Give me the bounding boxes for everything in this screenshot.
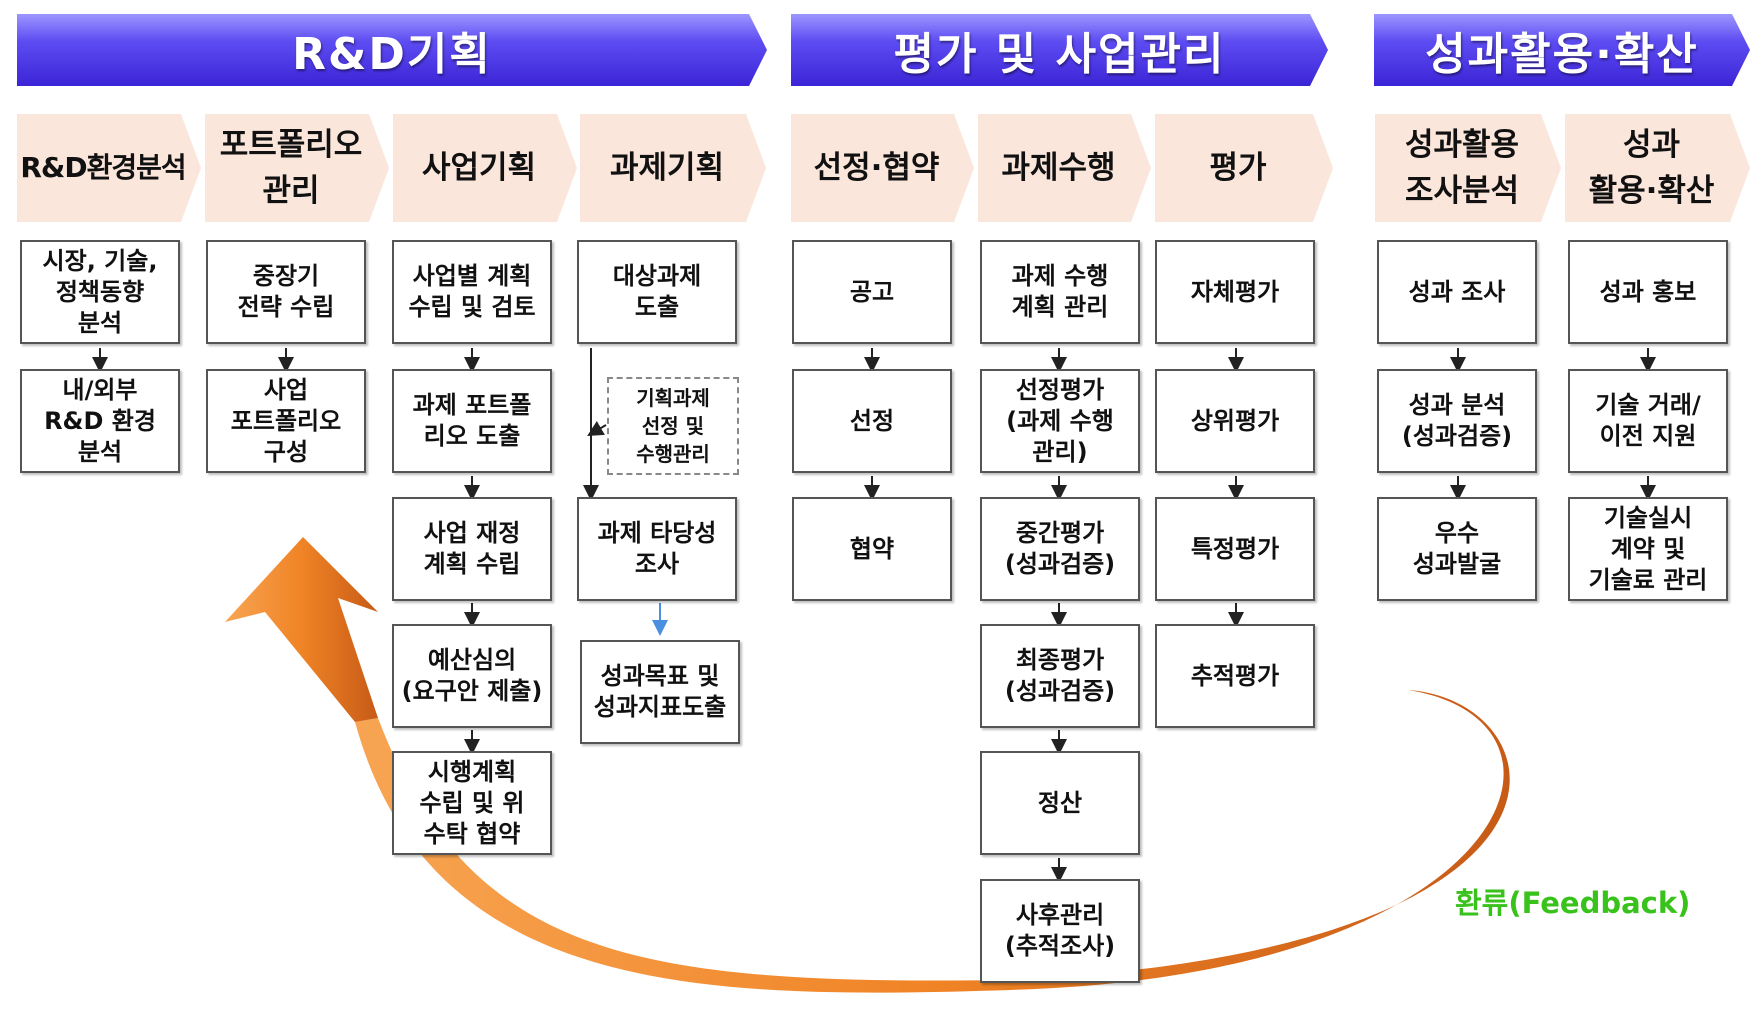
- box-portfolio-composition: 사업 포트폴리오 구성: [206, 369, 366, 473]
- stage-task-planning: 과제기획: [580, 114, 766, 222]
- feedback-arrowhead: [225, 537, 378, 722]
- box-selection-agreement: 협약: [792, 497, 952, 601]
- phase-evaluation-management: 평가 및 사업관리: [791, 14, 1328, 86]
- stage-business-planning: 사업기획: [393, 114, 577, 222]
- box-task-derivation: 대상과제 도출: [577, 240, 737, 344]
- stage-evaluation: 평가: [1155, 114, 1333, 222]
- box-eval-tracking: 추적평가: [1155, 624, 1315, 728]
- box-env-trend: 시장, 기술, 정책동향 분석: [20, 240, 180, 344]
- stage-task-execution: 과제수행: [978, 114, 1151, 222]
- box-promo-tech-transfer: 기술 거래/ 이전 지원: [1568, 369, 1728, 473]
- stage-outcome-diffusion: 성과 활용·확산: [1565, 114, 1750, 222]
- box-exec-follow-up: 사후관리 (추적조사): [980, 879, 1140, 983]
- box-eval-specific: 특정평가: [1155, 497, 1315, 601]
- box-business-finance-plan: 사업 재정 계획 수립: [392, 497, 552, 601]
- box-selection-selection: 선정: [792, 369, 952, 473]
- box-task-outcome-goals: 성과목표 및 성과지표도출: [580, 640, 740, 744]
- arrow-task-side: [587, 421, 607, 437]
- box-exec-interim-eval: 중간평가 (성과검증): [980, 497, 1140, 601]
- box-business-budget-review: 예산심의 (요구안 제출): [392, 624, 552, 728]
- box-business-implementation: 시행계획 수립 및 위 수탁 협약: [392, 751, 552, 855]
- box-eval-self: 자체평가: [1155, 240, 1315, 344]
- box-business-plan-review: 사업별 계획 수립 및 검토: [392, 240, 552, 344]
- box-selection-announcement: 공고: [792, 240, 952, 344]
- box-eval-upper: 상위평가: [1155, 369, 1315, 473]
- phase-outcome-utilization: 성과활용·확산: [1374, 14, 1750, 86]
- box-survey-analysis: 성과 분석 (성과검증): [1377, 369, 1537, 473]
- box-exec-selection-eval: 선정평가 (과제 수행 관리): [980, 369, 1140, 473]
- stage-selection-agreement: 선정·협약: [791, 114, 974, 222]
- box-survey-excellent: 우수 성과발굴: [1377, 497, 1537, 601]
- box-exec-plan-management: 과제 수행 계획 관리: [980, 240, 1140, 344]
- box-exec-settlement: 정산: [980, 751, 1140, 855]
- box-task-side-management: 기획과제 선정 및 수행관리: [607, 377, 739, 475]
- box-env-internal-external: 내/외부 R&D 환경 분석: [20, 369, 180, 473]
- box-exec-final-eval: 최종평가 (성과검증): [980, 624, 1140, 728]
- feedback-label: 환류(Feedback): [1455, 886, 1691, 920]
- box-promo-publicity: 성과 홍보: [1568, 240, 1728, 344]
- box-portfolio-strategy: 중장기 전략 수립: [206, 240, 366, 344]
- box-survey-outcome: 성과 조사: [1377, 240, 1537, 344]
- stage-outcome-survey: 성과활용 조사분석: [1375, 114, 1561, 222]
- box-task-feasibility: 과제 타당성 조사: [577, 497, 737, 601]
- box-business-task-portfolio: 과제 포트폴 리오 도출: [392, 369, 552, 473]
- phase-rnd-planning: R&D기획: [17, 14, 767, 86]
- stage-portfolio: 포트폴리오 관리: [205, 114, 389, 222]
- stage-environment-analysis: R&D환경분석: [17, 114, 201, 222]
- box-promo-licensing: 기술실시 계약 및 기술료 관리: [1568, 497, 1728, 601]
